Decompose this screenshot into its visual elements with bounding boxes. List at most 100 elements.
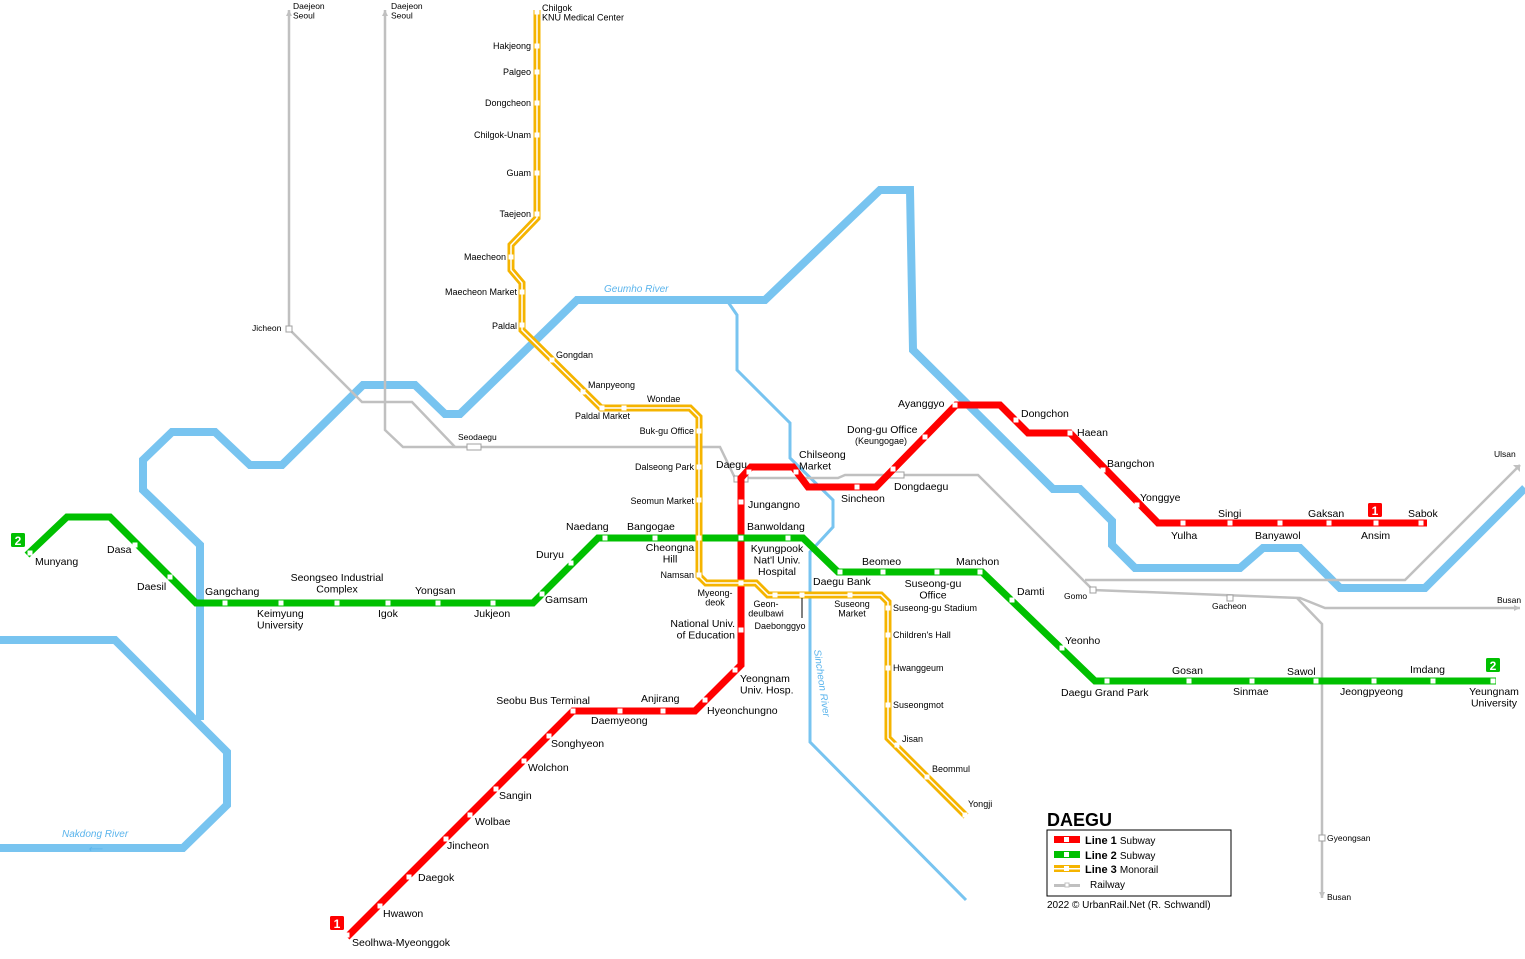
- station-label-line1[interactable]: Ansim: [1361, 530, 1390, 542]
- station-marker[interactable]: [534, 132, 540, 138]
- station-label-line3[interactable]: Paldal Market: [575, 411, 631, 421]
- station-label-line3[interactable]: Maecheon Market: [445, 287, 518, 297]
- station-marker[interactable]: [222, 600, 228, 606]
- station-label-line3[interactable]: Beommul: [932, 764, 970, 774]
- station-marker[interactable]: [1067, 430, 1073, 436]
- station-marker[interactable]: [521, 758, 527, 764]
- station-marker[interactable]: [443, 836, 449, 842]
- station-marker[interactable]: [738, 535, 744, 541]
- station-label-line3[interactable]: Buk-gu Office: [640, 426, 694, 436]
- station-marker[interactable]: [696, 428, 702, 434]
- station-label-line2[interactable]: Naedang: [566, 521, 609, 533]
- station-marker[interactable]: [1371, 678, 1377, 684]
- station-label-line3[interactable]: Hakjeong: [493, 41, 531, 51]
- station-label-line3[interactable]: Namsan: [660, 570, 694, 580]
- station-label-line2[interactable]: Jeongpyeong: [1340, 686, 1403, 698]
- station-label-line3[interactable]: Dalseong Park: [635, 462, 695, 472]
- station-marker[interactable]: [1013, 417, 1019, 423]
- station-marker[interactable]: [519, 289, 525, 295]
- station-marker[interactable]: [539, 591, 545, 597]
- station-label-line2[interactable]: Daegu Bank: [813, 576, 872, 588]
- station-label-line3[interactable]: Seomun Market: [630, 496, 694, 506]
- station-marker[interactable]: [534, 211, 540, 217]
- station-marker[interactable]: [1100, 467, 1106, 473]
- railway-station-marker[interactable]: [466, 443, 482, 451]
- station-label-railway[interactable]: Gomo: [1064, 591, 1087, 601]
- station-label-line1[interactable]: Sabok: [1408, 508, 1439, 520]
- station-label-line1[interactable]: Gaksan: [1308, 508, 1344, 520]
- station-marker[interactable]: [885, 702, 891, 708]
- station-marker[interactable]: [1313, 678, 1319, 684]
- station-label-line2[interactable]: Jukjeon: [474, 608, 510, 620]
- station-label-railway[interactable]: Gacheon: [1212, 601, 1247, 611]
- station-marker[interactable]: [132, 542, 138, 548]
- station-label-line3[interactable]: Children's Hall: [893, 630, 951, 640]
- railway-station-marker[interactable]: [1226, 594, 1234, 602]
- station-marker[interactable]: [799, 592, 805, 598]
- station-label-line1[interactable]: Dongdaegu: [894, 481, 948, 493]
- station-label-line1[interactable]: Wolchon: [528, 762, 569, 774]
- station-label-line1[interactable]: Songhyeon: [551, 738, 604, 750]
- station-label-line1[interactable]: Daegok: [418, 872, 455, 884]
- station-label-line1[interactable]: Hwawon: [383, 908, 423, 920]
- station-label-line1[interactable]: Daegu: [716, 459, 747, 471]
- station-marker[interactable]: [534, 43, 540, 49]
- station-label-line2[interactable]: Sinmae: [1233, 686, 1269, 698]
- station-marker[interactable]: [1104, 678, 1110, 684]
- station-marker[interactable]: [534, 100, 540, 106]
- station-label-line2[interactable]: Igok: [378, 608, 399, 620]
- station-marker[interactable]: [580, 389, 586, 395]
- station-marker[interactable]: [885, 632, 891, 638]
- station-marker[interactable]: [962, 812, 968, 818]
- station-marker[interactable]: [377, 903, 383, 909]
- station-marker[interactable]: [924, 774, 930, 780]
- station-label-railway[interactable]: Busan: [1497, 595, 1521, 605]
- station-marker[interactable]: [854, 484, 860, 490]
- station-marker[interactable]: [534, 9, 540, 15]
- railway-station-marker[interactable]: [285, 325, 293, 333]
- station-marker[interactable]: [890, 466, 896, 472]
- station-marker[interactable]: [793, 469, 799, 475]
- station-label-line3[interactable]: Dongcheon: [485, 98, 531, 108]
- station-marker[interactable]: [772, 592, 778, 598]
- station-marker[interactable]: [1490, 678, 1496, 684]
- station-label-line3[interactable]: Jisan: [902, 734, 923, 744]
- station-label-line2[interactable]: Duryu: [536, 549, 564, 561]
- station-label-line3[interactable]: Yongji: [968, 799, 992, 809]
- station-marker[interactable]: [1373, 520, 1379, 526]
- station-label-line3[interactable]: Manpyeong: [588, 380, 635, 390]
- station-label-line3[interactable]: Geon-deulbawi: [748, 599, 784, 619]
- railway-station-marker[interactable]: [1318, 834, 1326, 842]
- station-marker[interactable]: [732, 667, 738, 673]
- station-label-line1[interactable]: Sincheon: [841, 493, 885, 505]
- station-label-line3[interactable]: Chilgok-Unam: [474, 130, 531, 140]
- station-label-line2[interactable]: Sawol: [1287, 666, 1316, 678]
- station-label-line2[interactable]: Yongsan: [415, 585, 456, 597]
- station-marker[interactable]: [1186, 678, 1192, 684]
- station-label-line3[interactable]: Daebonggyo: [754, 621, 805, 631]
- station-marker[interactable]: [847, 592, 853, 598]
- station-marker[interactable]: [570, 708, 576, 714]
- station-marker[interactable]: [1059, 645, 1065, 651]
- station-label-line1[interactable]: Daemyeong: [591, 715, 648, 727]
- station-label-line1[interactable]: Sangin: [499, 790, 532, 802]
- station-marker[interactable]: [837, 569, 843, 575]
- station-label-line3[interactable]: Gongdan: [556, 350, 593, 360]
- station-label-line2[interactable]: Daegu Grand Park: [1061, 687, 1149, 699]
- station-label-line3[interactable]: Myeong-deok: [697, 588, 732, 608]
- station-marker[interactable]: [660, 708, 666, 714]
- station-marker[interactable]: [1430, 678, 1436, 684]
- station-marker[interactable]: [880, 569, 886, 575]
- station-marker[interactable]: [738, 499, 744, 505]
- station-marker[interactable]: [435, 600, 441, 606]
- station-label-railway[interactable]: Jicheon: [252, 323, 282, 333]
- station-label-line2[interactable]: Gosan: [1172, 665, 1203, 677]
- station-marker[interactable]: [894, 742, 900, 748]
- station-marker[interactable]: [467, 812, 473, 818]
- station-marker[interactable]: [952, 402, 958, 408]
